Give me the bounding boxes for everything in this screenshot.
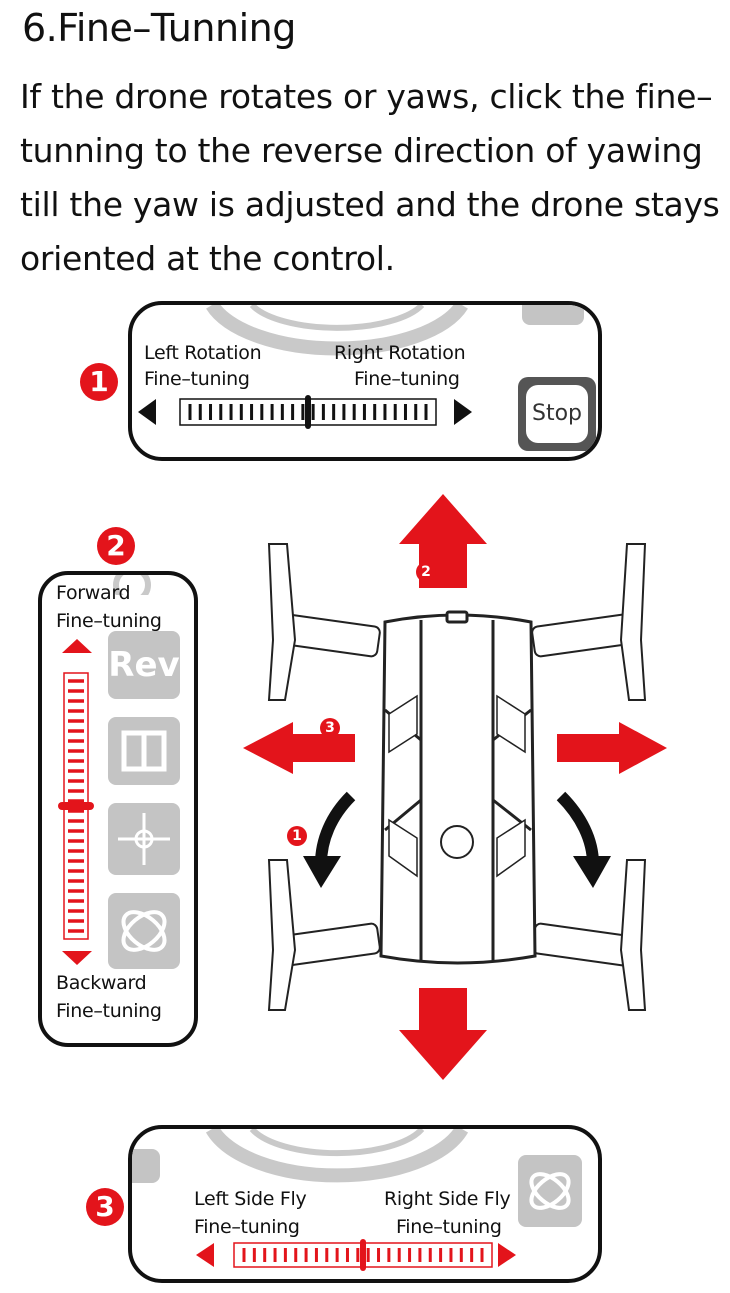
trim-indicator [58, 802, 94, 810]
gear-decoration-icon [113, 575, 151, 595]
section-title: 6.Fine–Tunning [22, 6, 296, 50]
rotation-trim-panel: Left Rotation Fine–tuning Right Rotation… [128, 301, 602, 461]
instruction-paragraph: If the drone rotates or yaws, click the … [20, 77, 720, 278]
backward-sublabel: Fine–tuning [56, 1000, 162, 1022]
dial-arc-decoration [205, 1129, 469, 1183]
rotate-right-arrow [556, 791, 599, 865]
right-rotation-arrow-icon[interactable] [450, 397, 474, 427]
stop-button[interactable]: Stop [518, 377, 596, 451]
left-side-fly-arrow-icon[interactable] [194, 1241, 216, 1269]
drone-diagram [243, 494, 667, 1080]
partial-top-button [522, 305, 584, 325]
split-screen-icon [121, 730, 167, 772]
side-marker: 3 [320, 718, 340, 738]
rotation-trim-scale[interactable] [178, 395, 438, 429]
rev-button[interactable]: Rev [108, 631, 180, 699]
forward-arrow-icon[interactable] [60, 637, 94, 655]
rotate-marker: 1 [287, 826, 307, 846]
headless-mode-button[interactable] [108, 803, 180, 875]
flip-button[interactable] [108, 893, 180, 969]
right-rotation-label: Right Rotation [334, 342, 466, 364]
left-side-fly-label: Left Side Fly [194, 1188, 307, 1210]
forward-sublabel: Fine–tuning [56, 610, 162, 632]
split-screen-button[interactable] [108, 717, 180, 785]
flip-icon [529, 1172, 571, 1210]
trim-indicator [305, 395, 311, 429]
dial-arc-decoration [206, 305, 468, 356]
left-rotation-label: Left Rotation [144, 342, 262, 364]
right-side-fly-arrow-icon[interactable] [496, 1241, 518, 1269]
right-side-fly-label: Right Side Fly [384, 1188, 511, 1210]
right-direction-arrow [557, 722, 667, 774]
forward-direction-arrow [399, 494, 487, 588]
forward-backward-trim-panel: Forward Fine–tuning Backward Fine–tuning… [38, 571, 198, 1047]
marker-3: 3 [86, 1188, 124, 1226]
side-fly-trim-scale[interactable] [232, 1239, 494, 1271]
side-fly-trim-panel: Left Side Fly Fine–tuning Right Side Fly… [128, 1125, 602, 1283]
forward-trim-scale[interactable] [58, 671, 94, 941]
compass-icon [118, 813, 170, 865]
partial-left-button [132, 1149, 160, 1183]
marker-1: 1 [80, 363, 118, 401]
stop-button-label: Stop [526, 385, 588, 443]
flip-icon [121, 910, 167, 952]
marker-2: 2 [97, 527, 135, 565]
trim-indicator [360, 1239, 366, 1271]
left-rotation-sublabel: Fine–tuning [144, 368, 250, 390]
left-side-fly-sublabel: Fine–tuning [194, 1216, 300, 1238]
backward-label: Backward [56, 972, 147, 994]
forward-label: Forward [56, 582, 131, 604]
left-rotation-arrow-icon[interactable] [136, 397, 160, 427]
forward-marker: 2 [416, 562, 436, 582]
backward-direction-arrow [399, 988, 487, 1080]
right-rotation-sublabel: Fine–tuning [354, 368, 460, 390]
right-side-fly-sublabel: Fine–tuning [396, 1216, 502, 1238]
flip-button-secondary[interactable] [518, 1155, 582, 1227]
backward-arrow-icon[interactable] [60, 949, 94, 967]
rotate-left-arrow [315, 791, 356, 865]
